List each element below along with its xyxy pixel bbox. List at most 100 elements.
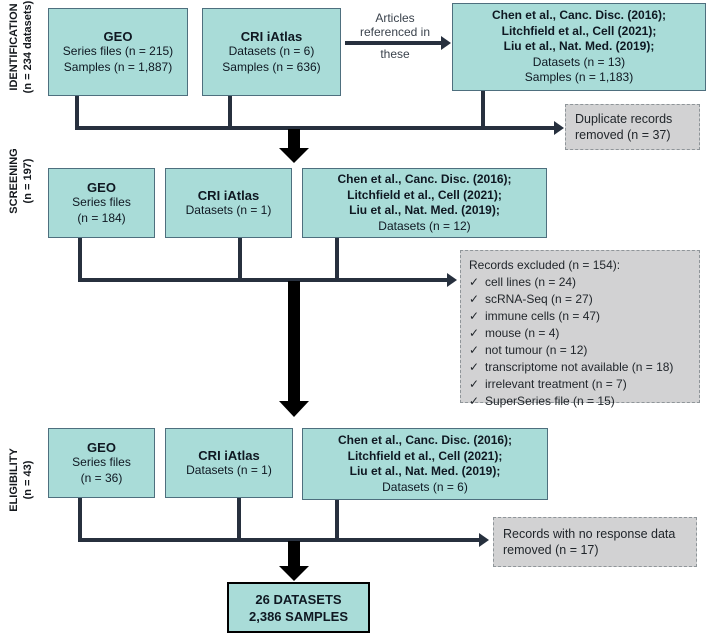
connector-line (78, 278, 449, 282)
box-line: removed (n = 17) (503, 543, 599, 557)
box-line: Series files (72, 455, 131, 470)
check-icon: ✓ (469, 377, 480, 391)
excluded-item: ✓ mouse (n = 4) (469, 325, 691, 342)
excluded-item-label: transcriptome not available (n = 18) (485, 360, 674, 374)
arrow-right-icon (441, 36, 451, 50)
stage-label-identification: IDENTIFICATION (n = 234 datasets) (7, 0, 37, 107)
box-line: Samples (n = 636) (222, 59, 321, 74)
box-ref: Litchfield et al., Cell (2021); (347, 187, 502, 202)
check-icon: ✓ (469, 360, 480, 374)
box-title: CRI iAtlas (240, 28, 303, 44)
box-ref: Litchfield et al., Cell (2021); (347, 448, 503, 463)
box-line: (n = 36) (80, 470, 123, 485)
connector-line (335, 500, 339, 542)
stage-label-line: SCREENING (8, 148, 20, 214)
check-icon: ✓ (469, 292, 480, 306)
excluded-item-label: mouse (n = 4) (485, 326, 560, 340)
box-line: Datasets (n = 13) (532, 54, 626, 69)
box-title: GEO (87, 179, 116, 195)
connector-line (345, 41, 443, 45)
excluded-item: ✓ transcriptome not available (n = 18) (469, 359, 691, 376)
arrow-down-icon (279, 401, 309, 417)
excluded-item-label: not tumour (n = 12) (485, 343, 588, 357)
connector-line (78, 238, 82, 282)
excluded-item: ✓ not tumour (n = 12) (469, 342, 691, 359)
excluded-item: ✓ scRNA-Seq (n = 27) (469, 291, 691, 308)
box-line: Series files (n = 215) (62, 44, 174, 59)
box-line: Series files (72, 195, 131, 210)
box-articles-eligibility: Chen et al., Canc. Disc. (2016); Litchfi… (302, 428, 548, 500)
box-ref: Liu et al., Nat. Med. (2019); (503, 39, 655, 54)
box-line: Datasets (n = 1) (186, 463, 272, 477)
arrow-label-these: these (348, 47, 442, 61)
box-line: Records with no response data (503, 527, 676, 541)
box-line: Datasets (n = 1) (185, 203, 272, 217)
check-icon: ✓ (469, 309, 480, 323)
box-ref: Liu et al., Nat. Med. (2019); (349, 203, 500, 217)
arrow-down-icon (279, 566, 309, 581)
box-records-excluded: Records excluded (n = 154): ✓ cell lines… (460, 250, 700, 408)
stage-label-line: (n = 43) (22, 460, 34, 500)
stage-label-line: (n = 197) (22, 158, 34, 204)
connector-line (228, 96, 232, 128)
check-icon: ✓ (469, 343, 480, 357)
box-line: Samples (n = 1,887) (63, 59, 173, 74)
box-line: 2,386 SAMPLES (249, 608, 348, 624)
box-no-response-removed: Records with no response data removed (n… (493, 517, 697, 567)
arrow-label-line: referenced in (359, 25, 431, 39)
box-title: CRI iAtlas (197, 187, 260, 203)
box-line: 26 DATASETS (255, 591, 342, 607)
box-line: Datasets (n = 12) (378, 218, 471, 233)
box-line: Datasets (n = 6) (382, 479, 468, 494)
excluded-item: ✓ immune cells (n = 47) (469, 308, 691, 325)
box-line: (n = 184) (77, 210, 126, 225)
excluded-item: ✓ cell lines (n = 24) (469, 274, 691, 291)
arrow-right-icon (447, 273, 457, 287)
box-geo-screening: GEO Series files (n = 184) (48, 168, 155, 238)
box-geo-identification: GEO Series files (n = 215) Samples (n = … (48, 8, 188, 96)
excluded-item-label: scRNA-Seq (n = 27) (485, 292, 593, 306)
connector-line (238, 238, 242, 282)
excluded-item-label: SuperSeries file (n = 15) (485, 394, 615, 408)
box-iatlas-screening: CRI iAtlas Datasets (n = 1) (165, 168, 292, 238)
box-ref: Liu et al., Nat. Med. (2019); (349, 464, 501, 478)
connector-line (335, 238, 339, 282)
stage-label-line: IDENTIFICATION (8, 3, 20, 91)
box-ref: Chen et al., Canc. Disc. (2016); (337, 433, 513, 447)
box-title: GEO (87, 439, 116, 455)
arrow-right-icon (479, 533, 489, 547)
box-ref: Chen et al., Canc. Disc. (2016); (491, 8, 667, 23)
box-articles-identification: Chen et al., Canc. Disc. (2016); Litchfi… (452, 3, 706, 91)
arrow-down-shaft (288, 281, 300, 401)
arrow-down-shaft (288, 129, 300, 148)
excluded-item-label: immune cells (n = 47) (485, 309, 601, 323)
box-line: Duplicate records (575, 112, 673, 126)
stage-label-screening: SCREENING (n = 197) (7, 121, 37, 241)
connector-line (75, 126, 556, 130)
arrow-label-line: Articles (375, 11, 415, 25)
box-ref: Litchfield et al., Cell (2021); (501, 23, 657, 38)
box-title: GEO (103, 28, 133, 44)
connector-line (237, 498, 241, 542)
check-icon: ✓ (469, 326, 480, 340)
arrow-down-shaft (288, 541, 300, 566)
check-icon: ✓ (469, 394, 480, 408)
box-iatlas-eligibility: CRI iAtlas Datasets (n = 1) (165, 428, 293, 498)
arrow-label: Articles referenced in (348, 11, 442, 39)
box-line: Datasets (n = 6) (228, 44, 315, 59)
arrow-right-icon (554, 121, 564, 135)
excluded-item-label: irrelevant treatment (n = 7) (485, 377, 627, 391)
excluded-item-label: cell lines (n = 24) (485, 275, 577, 289)
excluded-title: Records excluded (n = 154): (469, 258, 621, 272)
excluded-item: ✓ SuperSeries file (n = 15) (469, 393, 691, 410)
box-line: removed (n = 37) (575, 128, 671, 142)
connector-line (78, 538, 481, 542)
stage-label-line: ELIGIBILITY (8, 448, 20, 512)
box-duplicates-removed: Duplicate records removed (n = 37) (565, 104, 700, 150)
stage-label-eligibility: ELIGIBILITY (n = 43) (7, 420, 37, 540)
box-articles-screening: Chen et al., Canc. Disc. (2016); Litchfi… (302, 168, 547, 238)
arrow-label-line: these (380, 47, 410, 61)
box-ref: Chen et al., Canc. Disc. (2016); (337, 172, 512, 186)
connector-line (481, 91, 485, 128)
